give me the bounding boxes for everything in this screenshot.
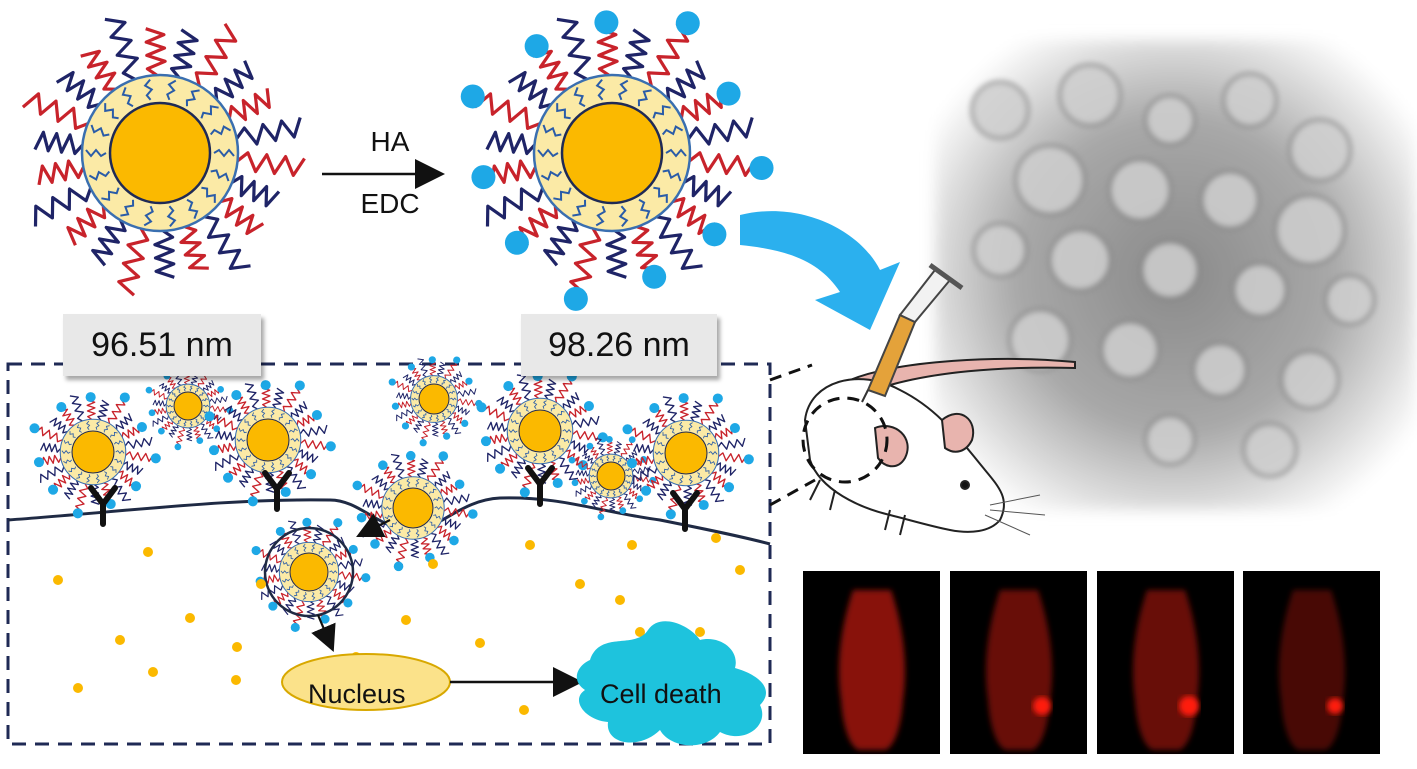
- drug-dot: [519, 705, 529, 715]
- drug-dot: [695, 627, 705, 637]
- drug-dot: [53, 575, 63, 585]
- cell-death-label: Cell death: [600, 679, 722, 709]
- cell-particle: [568, 436, 657, 521]
- nucleus-label: Nucleus: [308, 679, 406, 709]
- drug-dot: [525, 540, 535, 550]
- drug-dot: [231, 675, 241, 685]
- cell-particle: [204, 380, 336, 507]
- drug-dot: [115, 635, 125, 645]
- endosome: [263, 526, 355, 618]
- receptor: [262, 470, 292, 512]
- cell-particle: [388, 356, 483, 447]
- receptor: [88, 485, 118, 527]
- nucleus: [281, 653, 583, 711]
- reagent-edc-label: EDC: [360, 188, 420, 219]
- drug-dot: [711, 533, 721, 543]
- drug-dot: [148, 667, 158, 677]
- receptor: [670, 490, 700, 532]
- drug-dot: [185, 613, 195, 623]
- reagent-ha-label: HA: [370, 126, 410, 157]
- cell-particle: [29, 392, 161, 519]
- size-label-ha-modified: 98.26 nm: [521, 314, 717, 376]
- drug-dot: [635, 627, 645, 637]
- drug-dot: [615, 595, 625, 605]
- size-label-unmodified: 96.51 nm: [63, 314, 261, 376]
- drug-dot: [232, 642, 242, 652]
- cell-particle: [622, 393, 754, 520]
- cell-death-shape: [576, 621, 766, 746]
- drug-dot: [575, 579, 585, 589]
- receptor: [525, 465, 555, 507]
- nanoparticle-unmodified: [21, 17, 306, 297]
- imaging-panel: [950, 571, 1087, 754]
- drug-dot: [735, 565, 745, 575]
- cell-particle: [476, 371, 608, 498]
- drug-dot: [627, 540, 637, 550]
- imaging-panel: [1097, 571, 1234, 754]
- mouse-illustration: [801, 262, 1076, 536]
- injection-arrow: [740, 211, 900, 330]
- drug-dot: [428, 559, 438, 569]
- imaging-panel: [803, 571, 940, 754]
- in-vivo-imaging-panels: [803, 571, 1380, 754]
- drug-dot: [73, 683, 83, 693]
- drug-dot: [401, 615, 411, 625]
- drug-dot: [256, 579, 266, 589]
- tem-micrograph: [935, 40, 1415, 510]
- drug-dot: [475, 638, 485, 648]
- imaging-panel: [1243, 571, 1380, 754]
- drug-dot: [143, 547, 153, 557]
- nanoparticle-ha-modified: [460, 10, 774, 311]
